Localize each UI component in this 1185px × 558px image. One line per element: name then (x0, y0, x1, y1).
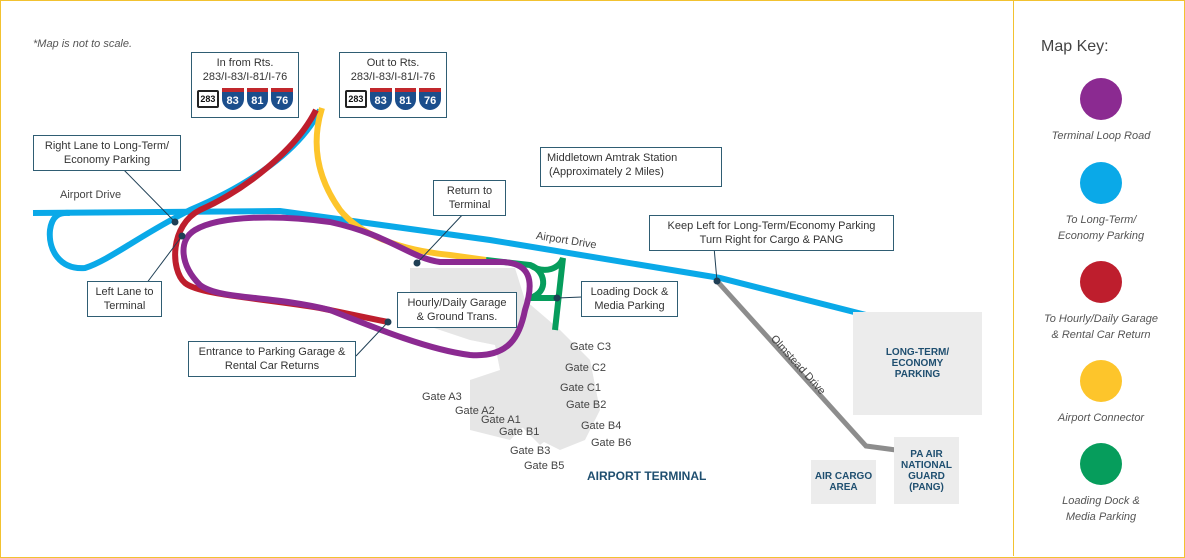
map-scale-note: *Map is not to scale. (33, 38, 133, 50)
key-label: To Hourly/Daily Garage (1044, 313, 1158, 325)
gate-label: Gate C1 (560, 382, 601, 394)
gate-label: Gate C2 (565, 362, 606, 374)
legend-swatch (1080, 360, 1122, 402)
sign-in-line2: 283/I-83/I-81/I-76 (202, 71, 288, 83)
callout-line: Economy Parking (63, 154, 151, 166)
pa-route-shield-icon: 283 (197, 90, 219, 108)
key-item-terminal-loop: Terminal Loop Road (1026, 78, 1176, 144)
interstate-shield-icon: 83 (369, 88, 392, 110)
legend-swatch (1080, 443, 1122, 485)
lot-label: AREA (829, 482, 858, 493)
key-label: Airport Connector (1057, 412, 1145, 424)
gate-label: Gate A2 (455, 405, 495, 417)
sign-in-line1: In from Rts. (216, 57, 274, 69)
airport-connector-road (313, 107, 487, 263)
callout-line: Entrance to Parking Garage & (198, 346, 346, 358)
callout-line: Media Parking (594, 300, 665, 312)
gate-label: Gate B5 (524, 460, 565, 472)
lot-label: GUARD (908, 470, 945, 482)
interstate-shield-icon: 81 (394, 88, 417, 110)
callout-line: Keep Left for Long-Term/Economy Parking (667, 220, 876, 232)
callout-line: Left Lane to (95, 286, 154, 298)
callout-line: Turn Right for Cargo & PANG (699, 234, 844, 246)
lot-label: NATIONAL (901, 459, 952, 471)
sign-in-from: In from Rts. 283/I-83/I-81/I-76 283 83 8… (191, 52, 299, 118)
airport-terminal-label: AIRPORT TERMINAL (587, 469, 707, 483)
lot-label: PARKING (894, 369, 941, 380)
gate-label: Gate C3 (570, 341, 611, 353)
key-item-airport-connector: Airport Connector (1026, 360, 1176, 426)
gate-label: Gate B6 (591, 437, 632, 449)
terminal-loop-road (180, 214, 533, 359)
gate-label: Gate B2 (566, 399, 607, 411)
key-label: & Rental Car Return (1051, 329, 1151, 341)
key-label: Loading Dock & (1062, 495, 1140, 507)
callout-line: Middletown Amtrak Station (547, 152, 678, 164)
legend-swatch (1080, 78, 1122, 120)
interstate-shield-icon: 76 (419, 88, 441, 110)
air-cargo-area: AIR CARGO AREA (811, 460, 876, 504)
callout-left-lane: Left Lane to Terminal (87, 281, 162, 317)
key-label: To Long-Term/ (1065, 214, 1137, 226)
callout-loading-dock: Loading Dock & Media Parking (581, 281, 678, 317)
gate-label: Gate B1 (499, 426, 540, 438)
key-label: Media Parking (1065, 511, 1137, 523)
callout-amtrak: Middletown Amtrak Station (Approximately… (540, 147, 722, 187)
map-key-title: Map Key: (1041, 38, 1109, 55)
airport-map (32, 107, 897, 453)
callout-line: Right Lane to Long-Term/ (44, 140, 170, 152)
pang-area: PA AIR NATIONAL GUARD (PANG) (894, 437, 959, 504)
road-label-airport-drive: Airport Drive (60, 189, 122, 201)
lot-label: (PANG) (909, 481, 944, 493)
gate-label: Gate A3 (422, 391, 462, 403)
legend-swatch (1080, 162, 1122, 204)
olmstead-drive-road (715, 279, 897, 453)
lot-label: ECONOMY (891, 358, 944, 369)
key-item-hourly-garage: To Hourly/Daily Garage & Rental Car Retur… (1026, 261, 1176, 343)
long-term-parking-lot: LONG-TERM/ ECONOMY PARKING (853, 312, 982, 415)
callout-line: Rental Car Returns (224, 360, 320, 372)
callout-line: Hourly/Daily Garage (407, 297, 507, 309)
legend-swatch (1080, 261, 1122, 303)
callout-line: (Approximately 2 Miles) (549, 166, 664, 178)
key-divider (1013, 0, 1014, 556)
gate-label: Gate B3 (510, 445, 551, 457)
callout-return-terminal: Return to Terminal (433, 180, 506, 216)
lot-label: LONG-TERM/ (885, 347, 950, 358)
callout-hourly-garage: Hourly/Daily Garage & Ground Trans. (397, 292, 517, 328)
key-item-long-term: To Long-Term/Economy Parking (1026, 162, 1176, 244)
lot-label: AIR CARGO (814, 471, 873, 482)
callout-line: Terminal (448, 199, 491, 211)
sign-out-line1: Out to Rts. (366, 57, 420, 69)
gate-label: Gate A1 (481, 414, 521, 426)
callout-keep-left: Keep Left for Long-Term/Economy Parking … (649, 215, 894, 251)
sign-out-to: Out to Rts. 283/I-83/I-81/I-76 283 83 81… (339, 52, 447, 118)
callout-line: Terminal (103, 300, 146, 312)
callout-entrance-garage: Entrance to Parking Garage & Rental Car … (188, 341, 356, 377)
interstate-shield-icon: 83 (221, 88, 244, 110)
callout-line: Return to (446, 185, 493, 197)
sign-out-line2: 283/I-83/I-81/I-76 (350, 71, 436, 83)
key-item-loading-dock: Loading Dock & Media Parking (1026, 443, 1176, 525)
callout-right-lane: Right Lane to Long-Term/ Economy Parking (33, 135, 181, 171)
interstate-shield-icon: 81 (246, 88, 269, 110)
callout-line: Loading Dock & (590, 286, 669, 298)
key-label: Economy Parking (1057, 230, 1145, 242)
pa-route-shield-icon: 283 (345, 90, 367, 108)
lot-label: PA AIR (910, 448, 943, 460)
key-label: Terminal Loop Road (1051, 130, 1151, 142)
callout-line: & Ground Trans. (416, 311, 498, 323)
gate-label: Gate B4 (581, 420, 622, 432)
interstate-shield-icon: 76 (271, 88, 293, 110)
